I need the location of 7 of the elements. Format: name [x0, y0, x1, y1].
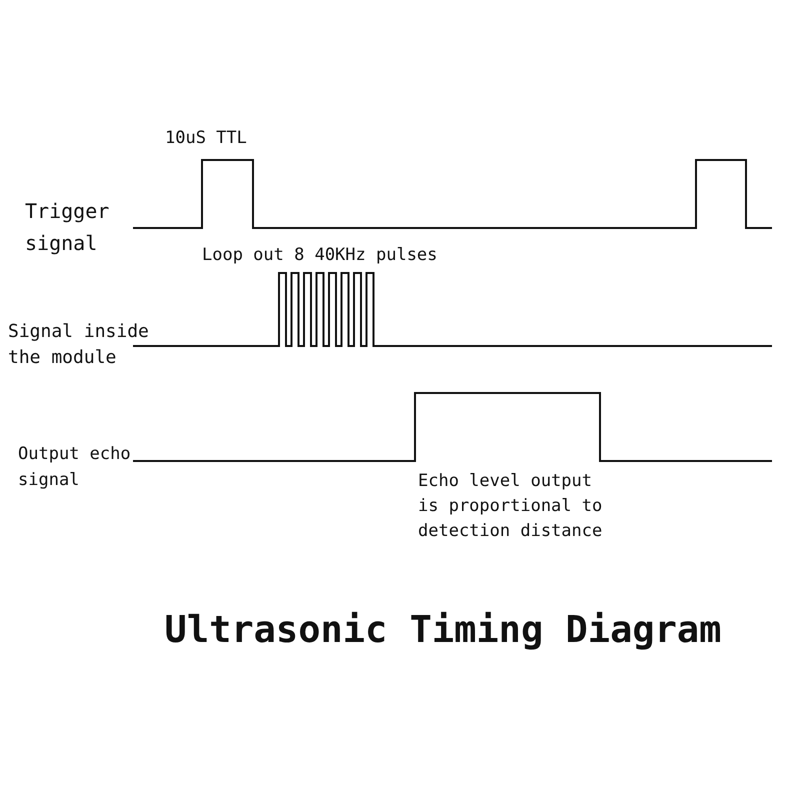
signal-name: Signal inside the module [8, 320, 150, 370]
annotation: Echo level output is proportional to detection distance [418, 470, 604, 543]
signal-name: Output echo signal [18, 443, 132, 492]
pulse-width-label: 10uS TTL [165, 127, 248, 149]
signal-name: Trigger signal [25, 198, 110, 257]
diagram-title: Ultrasonic Timing Diagram [164, 608, 722, 651]
pulse-label: Loop out 8 40KHz pulses [202, 244, 438, 266]
